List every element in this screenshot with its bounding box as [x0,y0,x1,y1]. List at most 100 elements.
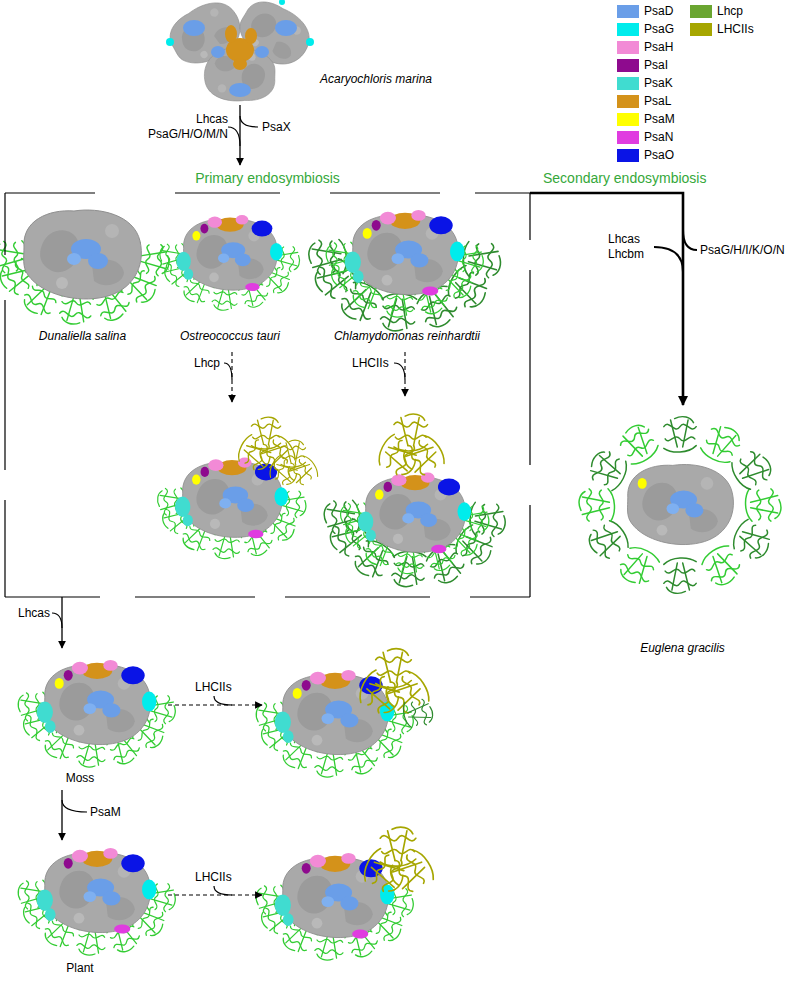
chlamydomonas-psi-lhcii [375,490,384,500]
moss-psi-lhcii [355,649,433,719]
dunaliella-psi [67,239,108,269]
ostreococcus-psi-lhcp [266,440,320,488]
plant-psi [114,925,130,934]
bracket [5,192,530,193]
legend-swatch [617,149,639,162]
ostreococcus-psi-lhcp [175,497,193,527]
moss-psi-lhcii [275,711,294,743]
chlamydomonas-psi-lhcii [431,545,446,554]
plant-psi-lhcii [359,827,437,897]
branch-line [52,116,697,895]
legend-entry: PsaO [617,147,674,163]
branch-line [214,886,232,895]
chlamydomonas-psi-lhcii [384,473,461,496]
psal-subunit [233,58,247,70]
psag-subunit [166,38,174,46]
branch-line [240,116,258,127]
psad-subunit [275,20,297,36]
acaryochloris-psi-trimer [231,0,319,75]
branch-line [683,230,697,250]
species-label-box: Dunaliella salina [15,205,150,348]
ostreococcus-psi [270,243,283,261]
branch-line [224,363,232,380]
ostreococcus-psi-lhcp [234,417,298,474]
psal-subunit [245,28,257,44]
endosymbiosis-group: Primary endosymbiosisDunaliella salinaOs… [5,165,530,597]
ostreococcus-psi [160,215,301,311]
legend-entry: Lhcp [690,3,743,19]
subunit-change-label: PsaX [262,120,291,135]
legend-entry: PsaH [617,39,673,55]
psag-subunit [279,0,285,5]
dunaliella-psi [24,210,142,299]
plant-psi [84,879,121,906]
legend-entry: PsaM [617,111,675,127]
ostreococcus-psi-lhcp [192,475,201,485]
legend-swatch [617,113,639,126]
species-label-box: Chlamydomonas reinhardtii [322,192,492,348]
legend-swatch [617,23,639,36]
legend-text: LHCIIs [717,21,754,37]
acaryochloris-psi-trimer [162,0,250,74]
chlamydomonas-psi [392,241,429,268]
legend-swatch [690,23,712,36]
branch-line [654,247,683,272]
psal-subunit [225,25,257,70]
subunit-change-label: LHCIIs [352,356,389,371]
psag-subunit [306,38,314,46]
moss-psi-lhcii [293,688,302,699]
psad-subunit [183,20,205,36]
moss-psi-lhcii [322,701,359,728]
ostreococcus-psi [200,215,272,237]
euglena-psi [638,478,647,489]
lineage-arrow [61,597,62,648]
plant-psi-lhcii [352,930,368,939]
subunit-change-label: Lhcas Lhcbm [608,232,652,262]
dunaliella-psi [0,210,170,326]
bracket [529,193,530,597]
legend-text: Lhcp [717,3,743,19]
branch-line [214,696,232,705]
legend-entry: PsaN [617,129,673,145]
euglena-psi [579,417,781,594]
lineage-arrow [239,105,240,165]
psad-subunit [255,46,269,58]
legend-swatch [617,59,639,72]
dashed-arrow [168,704,262,705]
subunit-change-label: Lhcp [194,356,220,371]
ostreococcus-psi-lhcp [157,417,320,560]
plant-psi-lhcii [256,827,437,961]
species-name: Euglena gracilis [640,640,725,656]
species-name: Acaryochloris marina [320,71,432,87]
dashed-arrow [168,352,405,895]
lineage-arrow [530,193,683,405]
legend-text: PsaH [644,39,673,55]
psad-subunit [229,83,251,97]
legend-swatch [617,95,639,108]
species-name: Plant [66,960,93,976]
chlamydomonas-psi-lhcii [324,414,507,588]
chlamydomonas-psi-lhcii [358,512,376,542]
bracket [5,193,530,597]
species-label-box: Euglena gracilis [570,405,795,660]
subunit-change-label: PsaM [90,805,121,820]
ostreococcus-psi-lhcp [248,530,263,539]
ostreococcus-psi-lhcp [219,486,254,512]
plant-psi-lhcii [275,894,294,926]
subunit-change-label: LHCIIs [195,680,232,695]
legend-text: PsaD [644,3,673,19]
species-label-box: Ostreococcus tauri [170,198,290,348]
lineage-label-box: Plant [20,840,140,980]
species-name: Chlamydomonas reinhardtii [334,328,480,344]
chlamydomonas-psi [363,228,372,239]
lineage-label-box: Moss [20,648,140,790]
legend-swatch [690,5,712,18]
subunit-change-label: Lhcas PsaG/H/O/M/N [132,112,228,142]
plant-psi [37,889,56,921]
chlamydomonas-psi-lhcii [374,414,447,480]
species-label-box: Acaryochloris marina [160,0,440,105]
legend-text: PsaG [644,21,674,37]
chlamydomonas-psi-lhcii [458,502,472,521]
